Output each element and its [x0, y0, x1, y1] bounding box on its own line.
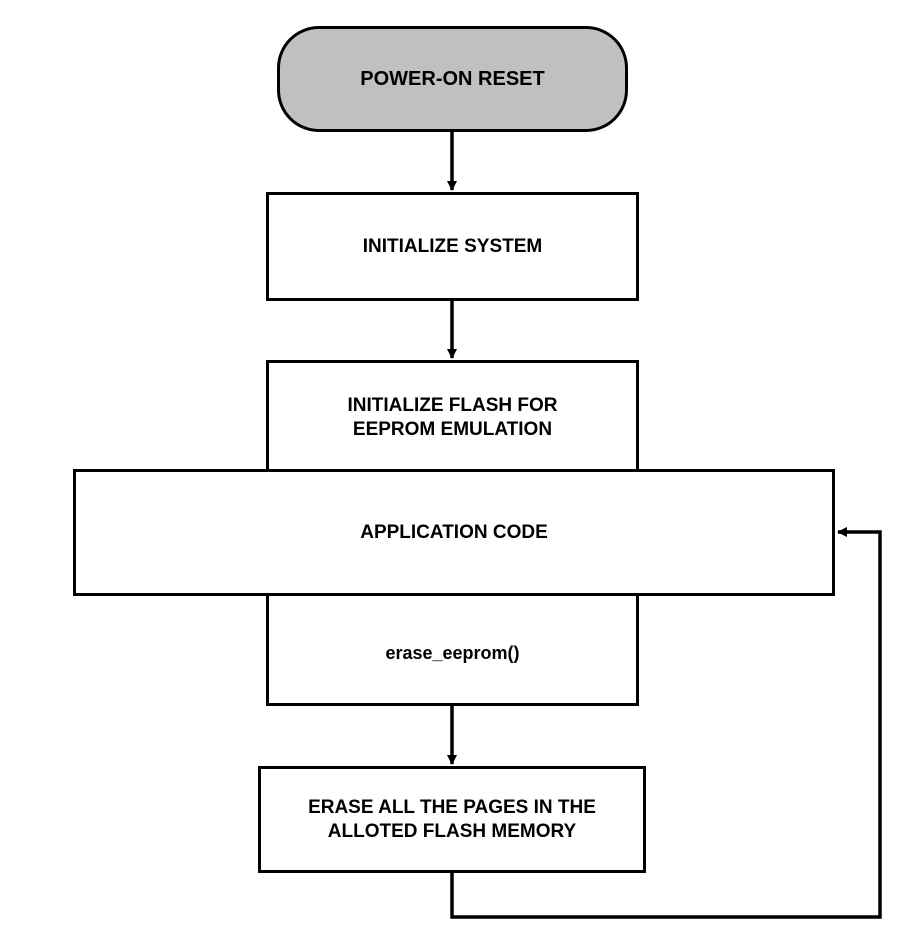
erase-eeprom-label: erase_eeprom() [385, 643, 520, 663]
application-code-label: APPLICATION CODE [360, 522, 548, 543]
erase-all-pages-box: ERASE ALL THE PAGES IN THE ALLOTED FLASH… [258, 766, 646, 873]
power-on-reset-terminator: POWER-ON RESET [277, 26, 628, 132]
application-code-box: APPLICATION CODE [73, 469, 835, 596]
initialize-system-box: INITIALIZE SYSTEM [266, 192, 639, 301]
erase-all-pages-label: ERASE ALL THE PAGES IN THE ALLOTED FLASH… [308, 796, 596, 842]
initialize-system-label: INITIALIZE SYSTEM [362, 235, 543, 257]
initialize-flash-label: INITIALIZE FLASH FOR EEPROM EMULATION [347, 395, 558, 440]
power-on-reset-label: POWER-ON RESET [360, 68, 545, 90]
arrow-loop-back-to-application-code [450, 527, 882, 919]
initialize-flash-box: INITIALIZE FLASH FOR EEPROM EMULATION [266, 360, 639, 472]
erase-eeprom-box: erase_eeprom() [266, 593, 639, 706]
